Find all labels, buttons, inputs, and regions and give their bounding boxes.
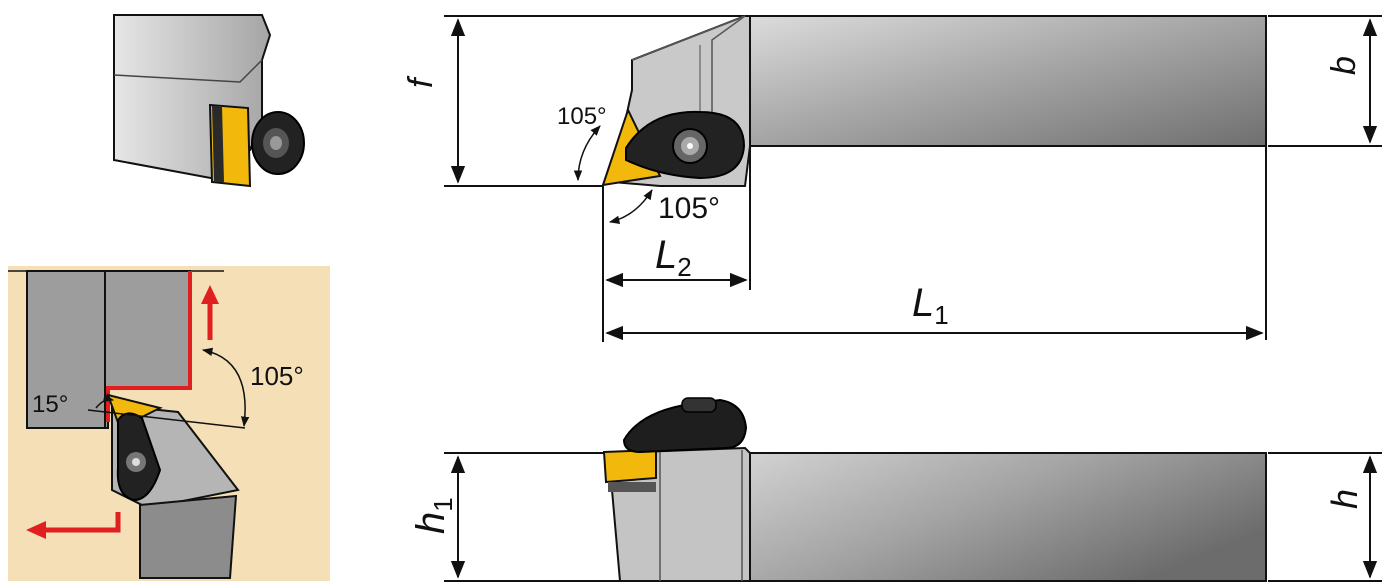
dim-h-label: h: [1324, 489, 1365, 509]
angle-bottom-label: 105°: [658, 192, 720, 225]
dim-L1-label: L1: [912, 281, 949, 330]
application-inset: 15° 105°: [8, 266, 330, 581]
cut-profile: [106, 271, 192, 422]
inset-angle-small-label: 15°: [32, 391, 68, 418]
dim-h1-label: h1: [409, 497, 458, 534]
inset-angle-large-label: 105°: [250, 361, 304, 391]
top-shank: [749, 15, 1267, 147]
side-clamp: [622, 398, 748, 454]
angle-top-label: 105°: [557, 103, 607, 130]
side-view: h1 h: [409, 397, 1382, 582]
perspective-view: [113, 14, 305, 188]
side-insert: [602, 448, 657, 484]
top-view: f b 105° 105° L2 L1: [402, 15, 1382, 342]
side-shank: [749, 452, 1267, 582]
dim-b-label: b: [1325, 56, 1363, 75]
dim-f-label: f: [402, 75, 440, 88]
dim-L2-label: L2: [655, 233, 692, 282]
